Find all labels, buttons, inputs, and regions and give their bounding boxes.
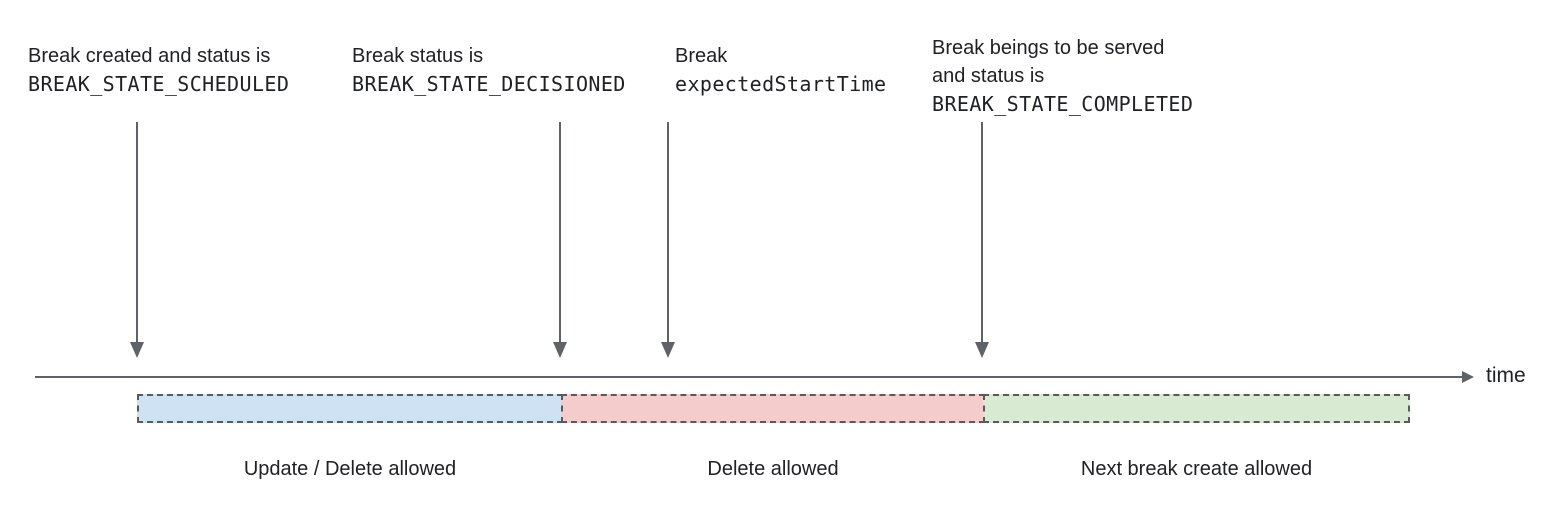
- annotation-text: and status is: [932, 65, 1045, 87]
- segment-label: Delete allowed: [707, 458, 839, 480]
- annotation-text: Break status is: [352, 45, 484, 67]
- down-arrow-icon: [661, 122, 675, 358]
- annotation-code: BREAK_STATE_SCHEDULED: [28, 72, 290, 96]
- annotation-code: BREAK_STATE_COMPLETED: [932, 92, 1194, 116]
- time-axis-arrow-icon: [35, 371, 1474, 383]
- down-arrow-icon: [975, 122, 989, 358]
- segment-label: Update / Delete allowed: [243, 458, 457, 480]
- segment-label: Next break create allowed: [1080, 458, 1313, 480]
- annotation-decisioned: Break status is BREAK_STATE_DECISIONED: [352, 42, 626, 98]
- annotation-code: BREAK_STATE_DECISIONED: [352, 72, 626, 96]
- annotation-code: expectedStartTime: [675, 72, 887, 96]
- down-arrow-icon: [553, 122, 567, 358]
- annotation-text: Break: [675, 45, 728, 67]
- annotation-completed: Break beings to be served and status is …: [932, 34, 1193, 118]
- down-arrow-icon: [130, 122, 144, 358]
- annotation-scheduled: Break created and status is BREAK_STATE_…: [28, 42, 289, 98]
- annotation-text: Break beings to be served: [932, 37, 1165, 59]
- segment-update-delete-allowed: [137, 394, 563, 423]
- annotation-text: Break created and status is: [28, 45, 271, 67]
- annotation-expected-start-time: Break expectedStartTime: [675, 42, 887, 98]
- time-axis-label: time: [1486, 364, 1526, 387]
- segment-next-break-create-allowed: [983, 394, 1410, 423]
- segment-delete-allowed: [561, 394, 985, 423]
